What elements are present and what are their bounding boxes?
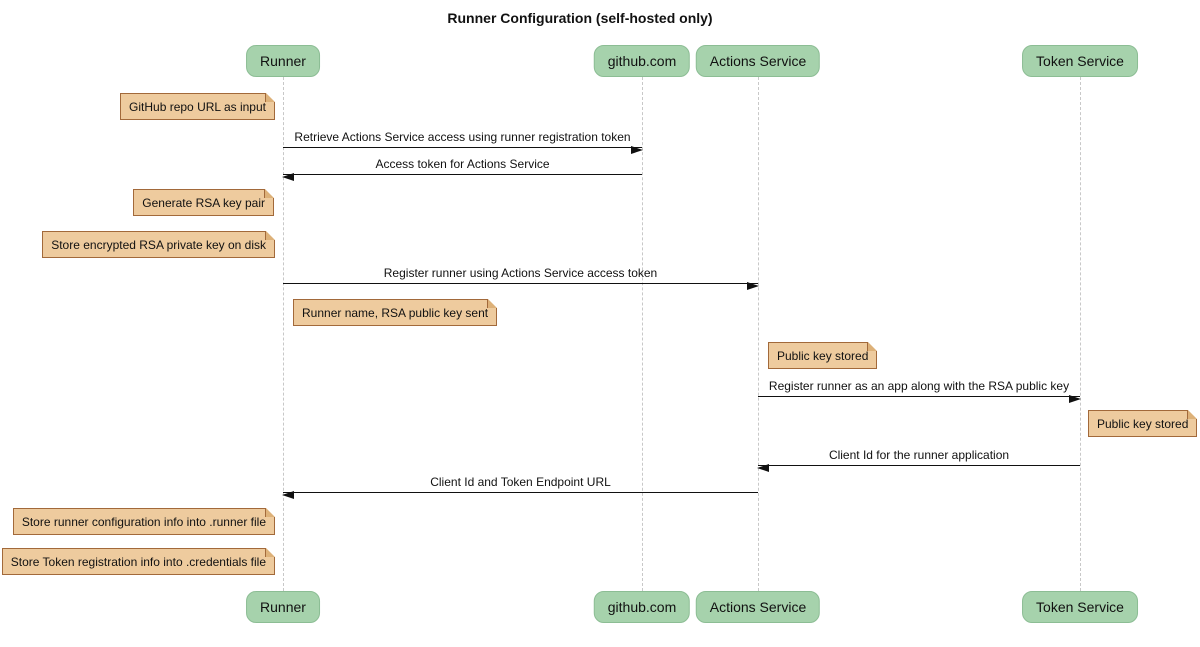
arrowhead-right-icon (747, 281, 759, 290)
arrowhead-left-icon (282, 490, 294, 499)
arrowhead-right-icon (631, 145, 643, 154)
message-retrieve-actions-access: Retrieve Actions Service access using ru… (283, 128, 643, 154)
note-store-runner-file: Store runner configuration info into .ru… (12, 508, 276, 535)
note-github-repo-url: GitHub repo URL as input (120, 93, 275, 120)
note-runner-name-sent: Runner name, RSA public key sent (293, 299, 498, 326)
participant-actions-service-bottom: Actions Service (695, 591, 821, 623)
message-label: Access token for Actions Service (375, 157, 550, 171)
message-access-token: Access token for Actions Service (282, 155, 642, 181)
message-label: Retrieve Actions Service access using ru… (294, 130, 631, 144)
arrowhead-right-icon (1069, 394, 1081, 403)
note-store-credentials-file: Store Token registration info into .cred… (1, 548, 276, 575)
message-client-id: Client Id for the runner application (757, 446, 1080, 472)
message-line (283, 283, 758, 284)
message-line (283, 147, 642, 148)
message-register-app: Register runner as an app along with the… (758, 377, 1081, 403)
participant-actions-service-top: Actions Service (695, 45, 821, 77)
lifeline-runner (283, 77, 284, 591)
message-line (283, 174, 642, 175)
note-store-private-key: Store encrypted RSA private key on disk (42, 231, 275, 258)
participant-runner-top: Runner (246, 45, 320, 77)
diagram-title: Runner Configuration (self-hosted only) (447, 10, 713, 26)
message-line (758, 465, 1080, 466)
message-label: Register runner using Actions Service ac… (383, 266, 658, 280)
message-label: Client Id for the runner application (828, 448, 1010, 462)
message-label: Register runner as an app along with the… (768, 379, 1070, 393)
lifeline-actions-service (758, 77, 759, 591)
message-label: Client Id and Token Endpoint URL (430, 475, 611, 489)
note-public-key-stored-token: Public key stored (1088, 410, 1198, 437)
participant-github-com-bottom: github.com (593, 591, 691, 623)
message-line (758, 396, 1080, 397)
lifeline-github-com (642, 77, 643, 591)
arrowhead-left-icon (757, 463, 769, 472)
participant-token-service-bottom: Token Service (1022, 591, 1138, 623)
participant-github-com-top: github.com (593, 45, 691, 77)
participant-token-service-top: Token Service (1022, 45, 1138, 77)
lifeline-token-service (1080, 77, 1081, 591)
participant-runner-bottom: Runner (246, 591, 320, 623)
message-client-id-endpoint: Client Id and Token Endpoint URL (282, 473, 758, 499)
message-line (283, 492, 758, 493)
note-generate-rsa: Generate RSA key pair (133, 189, 274, 216)
note-public-key-stored-actions: Public key stored (768, 342, 878, 369)
message-register-runner: Register runner using Actions Service ac… (283, 264, 759, 290)
arrowhead-left-icon (282, 172, 294, 181)
